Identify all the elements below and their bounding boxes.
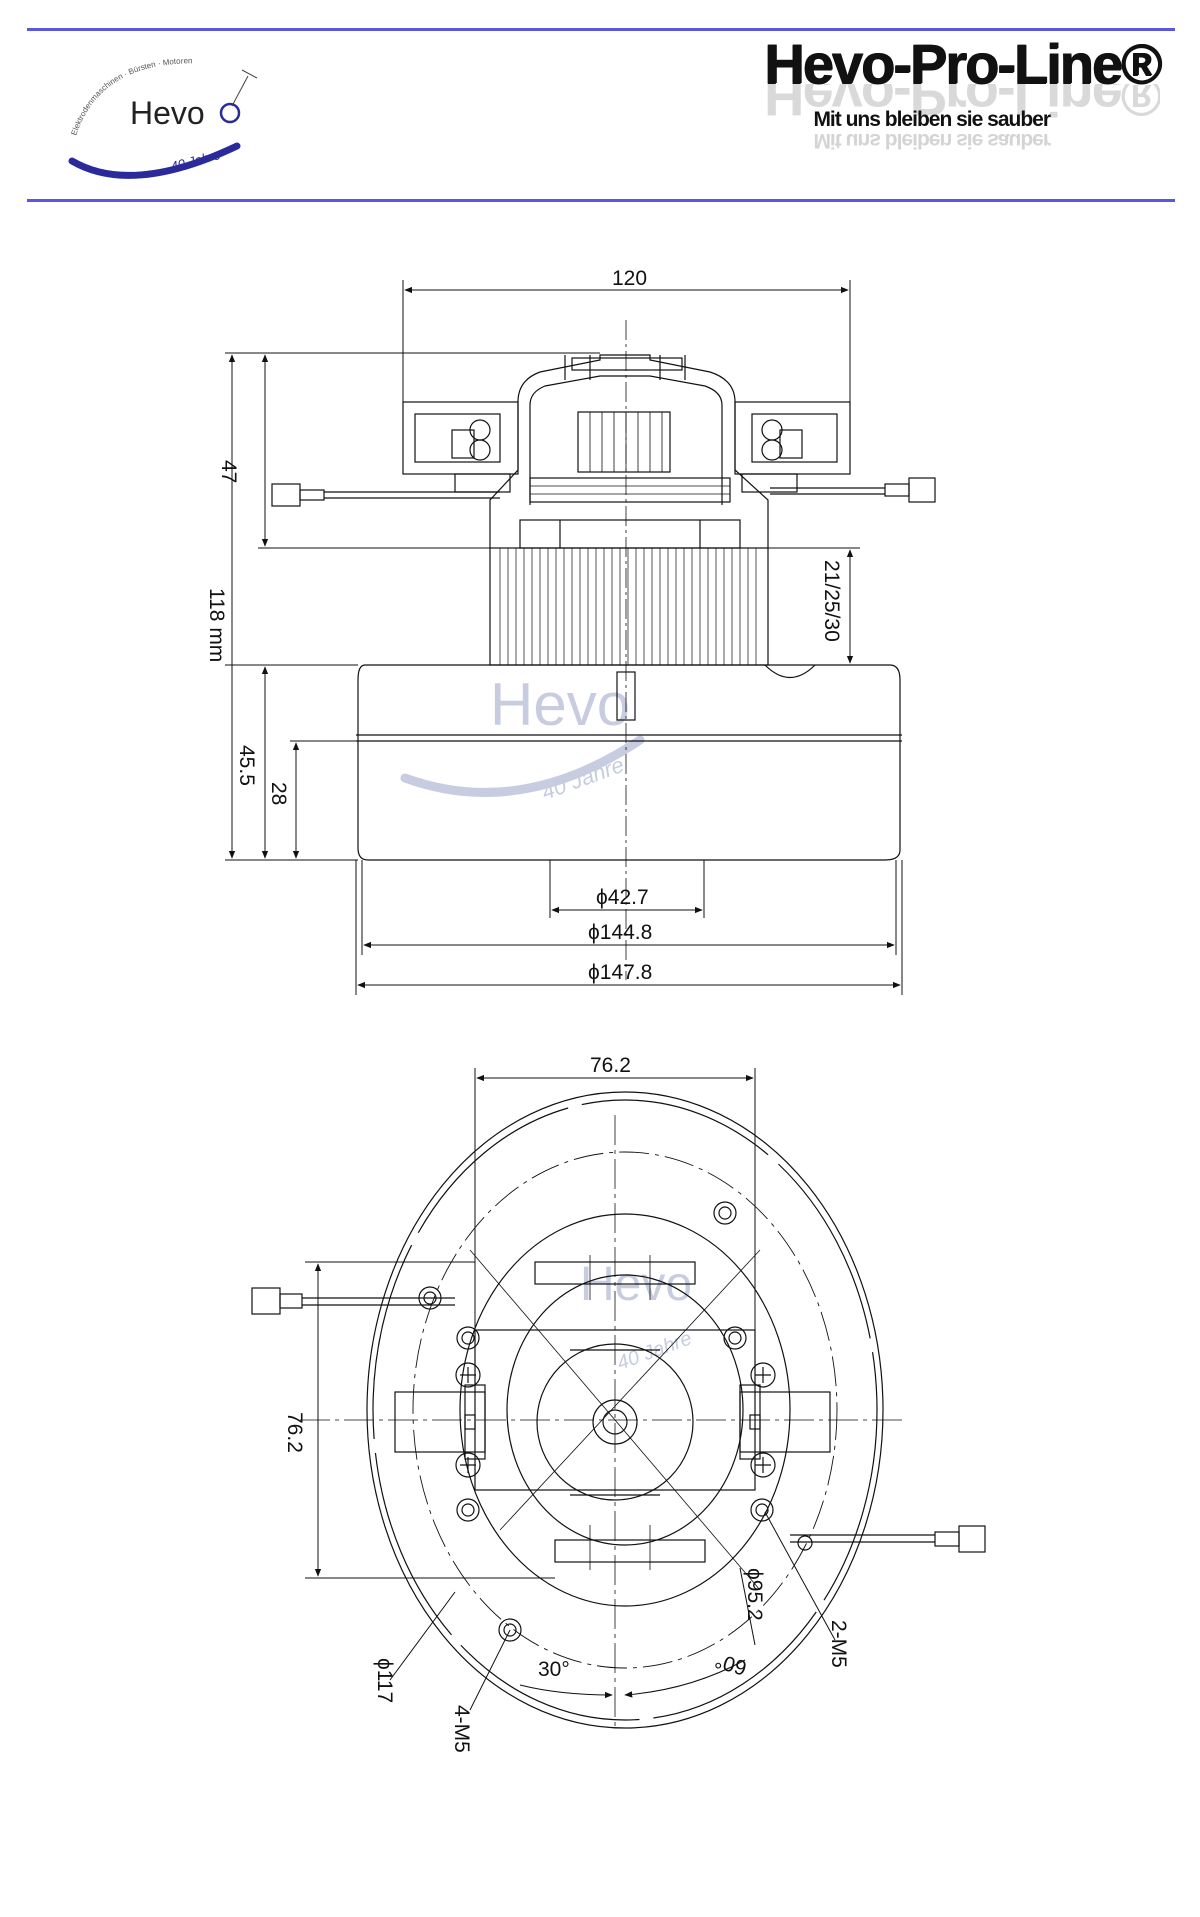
- brand-title: Hevo-Pro-Line®: [764, 32, 1162, 95]
- hevo-logo: Elektrodenmaschinen · Bürsten · Motoren …: [62, 46, 262, 191]
- fan-housing: [357, 664, 901, 861]
- connector-right: [770, 477, 936, 503]
- screws: [455, 1362, 776, 1478]
- dim-height-total: 118 mm: [205, 588, 228, 662]
- connector-right-top: [790, 1525, 986, 1553]
- dim-width-top: 120: [612, 267, 647, 290]
- dim-top-width: 76.2: [590, 1054, 631, 1077]
- brand-block: Hevo-Pro-Line® Hevo-Pro-Line®: [720, 32, 1162, 192]
- end-bracket: [489, 354, 769, 548]
- top-dimension-labels: 76.2 76.2 ϕ95.2 ϕ117 2-M5 4-M5 30° 60°: [283, 1054, 850, 1753]
- dim-angle-60: 60°: [713, 1648, 750, 1679]
- dim-fan-height: 45.5: [235, 745, 258, 786]
- winding-bottom: [554, 1539, 706, 1563]
- dim-outer-diameter: ϕ117: [373, 1658, 396, 1703]
- bolt-circle: [459, 1213, 791, 1607]
- brush-block-right: [739, 1391, 831, 1453]
- brush-holder-right: [734, 401, 851, 493]
- top-view: Hevo 40 Jahre: [251, 1091, 986, 1730]
- top-dimensions: [305, 1068, 836, 1711]
- side-dimension-labels: 120 47 118 mm 21/25/30 45.5 28 ϕ42.7 ϕ14…: [205, 267, 843, 984]
- dim-d-outer: ϕ147.8: [588, 961, 652, 984]
- brand-tagline: Mit uns bleiben sie sauber: [813, 108, 1051, 131]
- dim-height-upper: 47: [217, 460, 240, 483]
- dim-holes-4m5: 4-M5: [450, 1705, 473, 1753]
- svg-text:40 Jahre: 40 Jahre: [538, 752, 627, 805]
- side-dimensions: [225, 280, 903, 995]
- brush-holder-left: [402, 401, 519, 493]
- svg-text:40 Jahre: 40 Jahre: [614, 1327, 695, 1374]
- rotor-winding: [529, 477, 731, 503]
- dim-stack: 21/25/30: [820, 560, 843, 642]
- dim-holes-2m5: 2-M5: [827, 1620, 850, 1668]
- header-top-rule: [27, 28, 1175, 31]
- stator-lamination-lines: [499, 548, 757, 665]
- dim-angle-30: 30°: [538, 1658, 570, 1681]
- connector-left: [271, 483, 500, 507]
- svg-text:Hevo: Hevo: [490, 671, 630, 738]
- outer-ring: [366, 1091, 884, 1729]
- brush-block-left: [394, 1391, 486, 1453]
- logo-name: Hevo: [130, 95, 205, 131]
- side-view: Hevo 40 Jahre: [271, 320, 936, 980]
- dim-top-height: 76.2: [283, 1412, 306, 1453]
- side-watermark: Hevo 40 Jahre: [400, 671, 645, 805]
- connector-left-top: [251, 1287, 455, 1315]
- dim-d-inner: ϕ42.7: [596, 886, 649, 909]
- header-bottom-rule: [27, 199, 1175, 202]
- dim-fan-inner: 28: [267, 782, 290, 805]
- bolts: [418, 1201, 813, 1642]
- dim-bolt-circle: ϕ95.2: [743, 1568, 766, 1621]
- commutator: [577, 411, 671, 473]
- dim-d-mid: ϕ144.8: [588, 921, 652, 944]
